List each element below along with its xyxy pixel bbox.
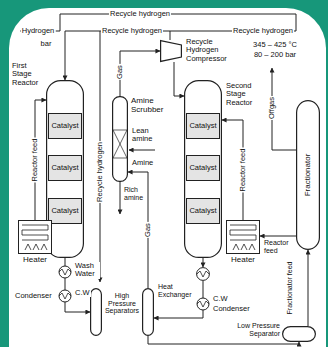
equipment-heading: Amine Scrubber xyxy=(131,97,169,115)
catalyst-bed: Catalyst xyxy=(48,198,82,224)
pipe-label: Fractionator feed xyxy=(286,261,294,316)
reactor-vessel: Second Stage ReactorCatalystCatalystCata… xyxy=(184,80,222,258)
scrubber-column: Amine Scrubber xyxy=(112,96,128,182)
stream-label: Wash Water xyxy=(74,262,100,279)
lean-amine-line xyxy=(129,150,155,151)
stream-label: Recycle hydrogen xyxy=(109,10,171,18)
fractionator-column: Fractionator xyxy=(296,100,320,250)
stream-label: Hydrogen xyxy=(21,27,56,35)
pipe-label: Gas xyxy=(144,222,152,238)
equipment-heading: Heater xyxy=(226,256,260,265)
heat-exchanger-symbol xyxy=(59,266,71,278)
shape-outline xyxy=(160,40,182,62)
pipe-label: Reactor feed xyxy=(31,138,39,183)
equipment-text: Catalyst xyxy=(51,207,78,215)
stream-label: 80 – 200 bar xyxy=(253,51,297,59)
stream-label: C.W xyxy=(74,289,91,297)
condenser-symbol xyxy=(59,290,71,302)
equipment-heading: First Stage Reactor xyxy=(12,62,44,87)
equipment-heading: Heater xyxy=(18,256,52,265)
process-pipe xyxy=(120,51,160,96)
equipment-text: Catalyst xyxy=(189,122,216,130)
stream-label: Amine xyxy=(131,159,154,167)
shape-outline xyxy=(282,326,316,342)
separator-drum: Low Pressure Separator xyxy=(282,326,316,342)
stream-label: C.W xyxy=(212,295,229,303)
process-pipe xyxy=(203,258,204,267)
fired-heater: Heater xyxy=(18,220,52,254)
fired-heater: Heater xyxy=(226,220,260,254)
equipment-text: Catalyst xyxy=(189,207,216,215)
equipment-text: Catalyst xyxy=(51,164,78,172)
pipe-label: Gas xyxy=(116,64,124,80)
stream-label: Condenser xyxy=(14,292,53,300)
equipment-text: Fractionator xyxy=(304,154,313,197)
equipment-heading: Recycle Hydrogen Compressor xyxy=(186,38,234,63)
catalyst-bed: Catalyst xyxy=(186,155,220,181)
catalyst-bed: Catalyst xyxy=(48,155,82,181)
shape-outline xyxy=(90,288,102,336)
stream-label: Lean amine xyxy=(131,127,159,144)
stream-label: Recycle hydrogen xyxy=(96,141,104,203)
shape-outline xyxy=(196,267,210,281)
shape-outline xyxy=(19,221,51,253)
process-pipe xyxy=(308,250,309,326)
stream-label: Recycle hydrogen xyxy=(232,27,294,35)
catalyst-bed: Catalyst xyxy=(48,113,82,139)
condenser-symbol xyxy=(197,298,209,310)
pipe-label: Reactor feed xyxy=(263,239,296,254)
frame-panel xyxy=(9,8,326,347)
equipment-heading: Low Pressure Separator xyxy=(230,322,280,337)
equipment-heading: Heat Exchanger xyxy=(158,283,194,298)
stream-label: Rich amine xyxy=(123,186,147,201)
process-pipe xyxy=(154,281,203,318)
separator-pair: High Pressure Separators xyxy=(90,288,154,336)
equipment-heading: Second Stage Reactor xyxy=(226,82,262,107)
catalyst-bed: Catalyst xyxy=(186,198,220,224)
shape-outline xyxy=(112,96,128,182)
stream-label: bar xyxy=(40,40,53,48)
equipment-heading: High Pressure Separators xyxy=(104,292,140,315)
stream-label: 345 – 425 °C xyxy=(252,41,298,49)
shape-outline xyxy=(227,221,259,253)
rich-amine-line xyxy=(120,182,121,214)
compressor-symbol: Recycle Hydrogen Compressor xyxy=(160,40,182,62)
stream-label: Offgas xyxy=(268,96,276,120)
equipment-text: Catalyst xyxy=(189,164,216,172)
process-pipe xyxy=(65,31,170,80)
stream-label: Condenser xyxy=(212,305,251,313)
heat-exchanger: Heat Exchanger xyxy=(196,267,210,281)
shape-outline xyxy=(142,288,154,336)
pipe-label: Recycle hydrogen xyxy=(101,27,163,35)
process-pipe xyxy=(174,62,184,96)
catalyst-bed: Catalyst xyxy=(186,113,220,139)
equipment-text: Catalyst xyxy=(51,122,78,130)
pipe-label: Reactor feed xyxy=(239,148,247,193)
process-pipe xyxy=(260,236,296,237)
